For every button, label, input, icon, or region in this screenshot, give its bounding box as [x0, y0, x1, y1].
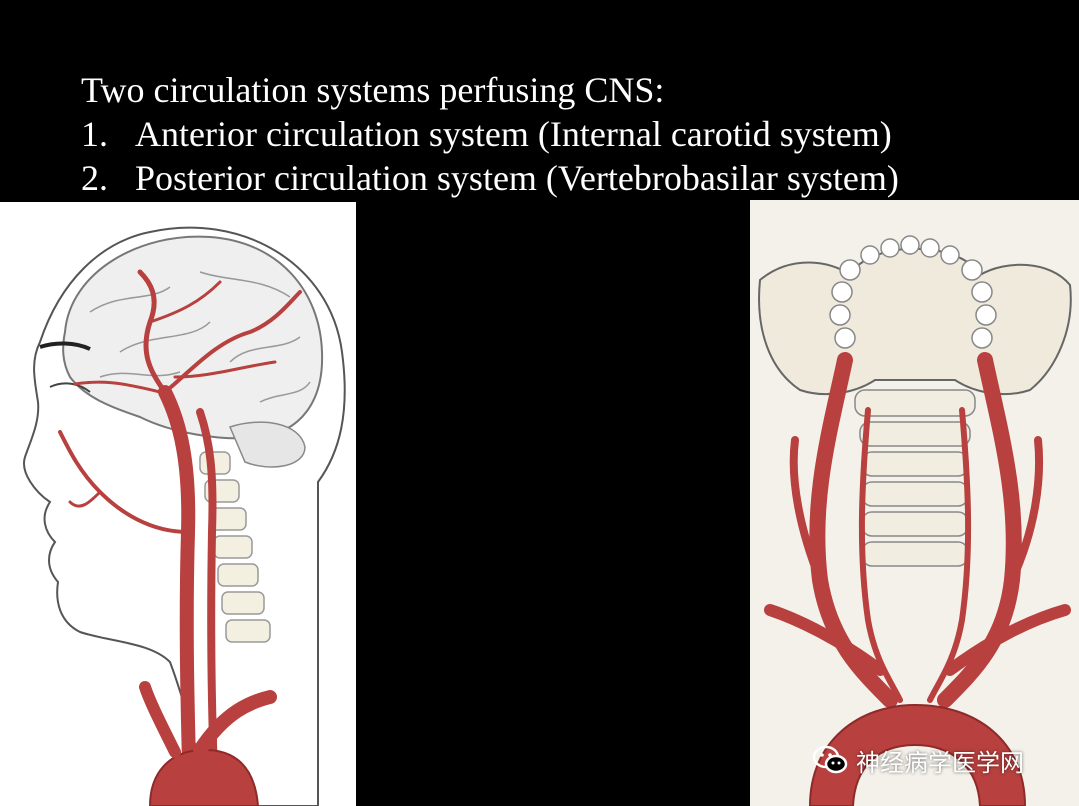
- wechat-icon: [812, 745, 848, 774]
- list-number: 1.: [81, 114, 108, 154]
- slide-heading: Two circulation systems perfusing CNS:: [81, 70, 665, 110]
- slide-text: Two circulation systems perfusing CNS: 1…: [81, 68, 1041, 200]
- list-number: 2.: [81, 158, 108, 198]
- list-text: Posterior circulation system (Vertebroba…: [135, 158, 899, 198]
- watermark: 神经病学医学网: [812, 738, 1024, 782]
- vertebral-carotid-illustration: [750, 200, 1079, 806]
- list-text: Anterior circulation system (Internal ca…: [135, 114, 892, 154]
- list-item-anterior: 1. Anterior circulation system (Internal…: [81, 112, 1041, 156]
- watermark-text: 神经病学医学网: [856, 748, 1024, 777]
- list-item-posterior: 2. Posterior circulation system (Vertebr…: [81, 156, 1041, 200]
- head-neck-carotid-illustration: [0, 202, 356, 806]
